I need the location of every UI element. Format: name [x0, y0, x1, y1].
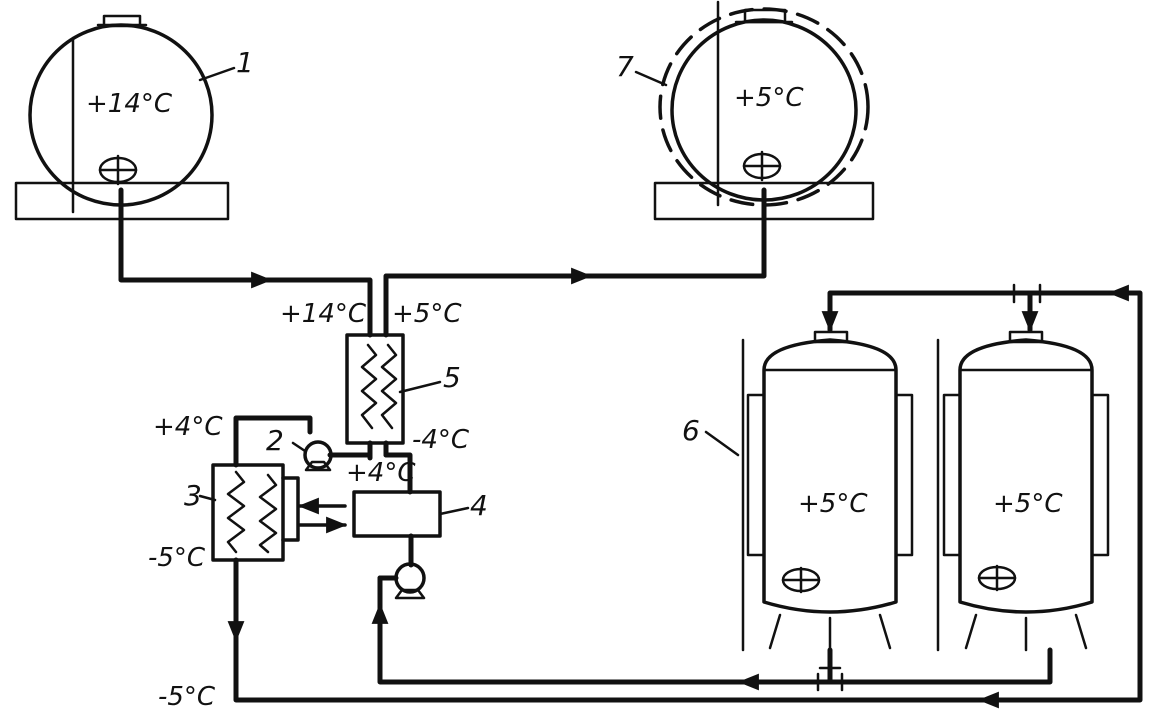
- cooler-3: [211, 463, 348, 562]
- tank-1-manhole: [102, 14, 142, 28]
- vessel-b: [936, 330, 1110, 652]
- hx-outlet-temp-label: +5°C: [392, 299, 462, 329]
- wort-line: [118, 187, 767, 338]
- pump-2-temp-label: +4°C: [346, 458, 416, 488]
- hx-inlet-temp-label: +14°C: [280, 299, 367, 329]
- collector-4: [352, 490, 442, 538]
- vessel-a-temp-label: +5°C: [798, 489, 868, 519]
- cooler-in-temp-label: +4°C: [153, 412, 223, 442]
- pump-collector: [377, 562, 426, 600]
- cooler-out-temp-label: -5°C: [148, 543, 206, 573]
- label-1: 1: [236, 46, 254, 79]
- label-4: 4: [470, 489, 488, 522]
- vessel-b-temp-label: +5°C: [993, 489, 1063, 519]
- hx-brine-out-temp-label: -4°C: [412, 425, 470, 455]
- label-3: 3: [184, 479, 202, 512]
- label-6: 6: [682, 414, 700, 447]
- label-2: 2: [266, 424, 284, 457]
- vessel-a: [741, 330, 914, 652]
- tank-7-temp-label: +5°C: [734, 83, 804, 113]
- return-line-temp-label: -5°C: [158, 682, 216, 712]
- pump-2: [303, 440, 333, 472]
- label-7: 7: [616, 50, 634, 83]
- tank-1-temp-label: +14°C: [86, 89, 173, 119]
- leader-lines: [198, 66, 740, 516]
- brine-circuit: [227, 283, 1143, 709]
- heat-exchanger-5: [345, 333, 405, 461]
- label-5: 5: [443, 361, 461, 394]
